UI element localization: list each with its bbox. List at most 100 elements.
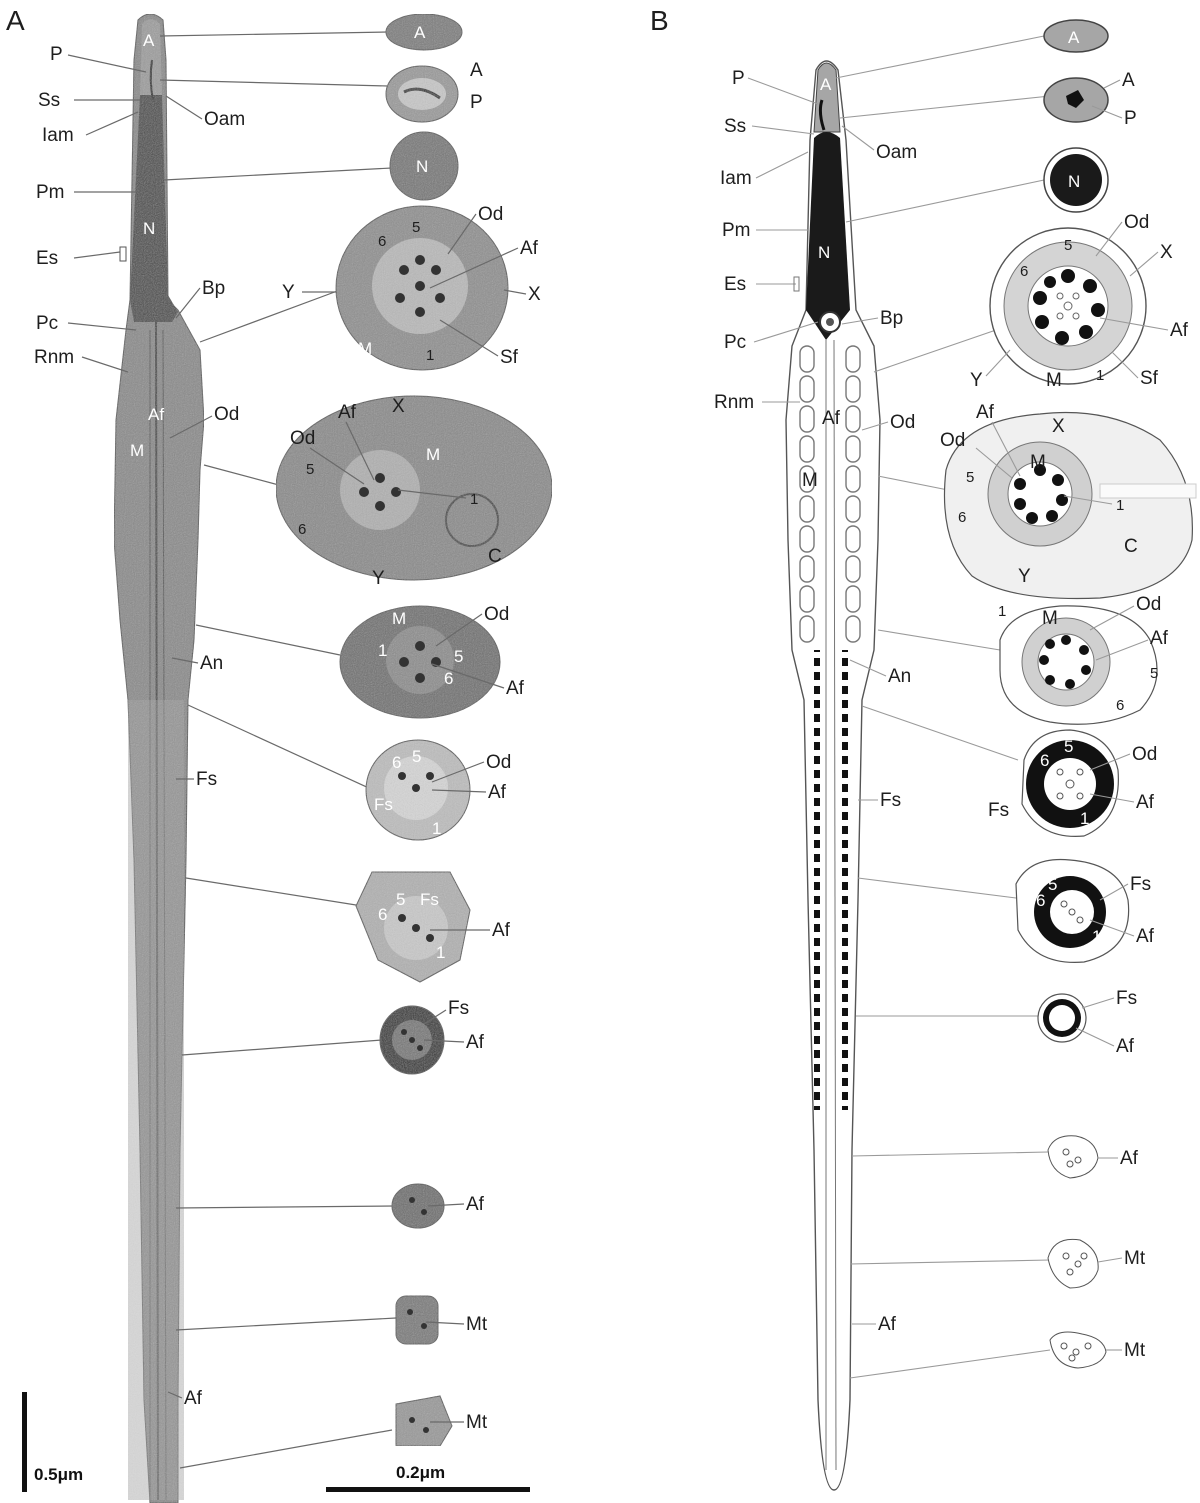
xs-a-endpiece-3 [396,1396,452,1446]
label-Pc: Pc [36,313,58,334]
b-label-Ss: Ss [724,116,746,137]
xs-a6-label-Fs: Fs [448,998,469,1019]
xs-a3-label-5: 5 [454,647,463,666]
xs-b5-label-1: 1 [1092,927,1101,946]
panel-a-sperm-micrograph [114,14,204,1503]
xs-a1-label-M: M [358,339,372,358]
xs-b2-label-X: X [1052,416,1065,437]
xs-a3-label-M: M [392,609,406,628]
xs-b2-label-C: C [1124,536,1138,557]
b-label-Es: Es [724,274,746,295]
label-Rnm: Rnm [34,347,74,368]
xs-a4-label-5: 5 [412,747,421,766]
label-An: An [200,653,223,674]
xs-a1-label-5: 5 [412,219,420,236]
xs-b1-label-Sf: Sf [1140,368,1159,389]
xs-a-label-P: P [470,92,483,113]
xs-a2-label-M: M [426,445,440,464]
xs-b3-label-1: 1 [998,603,1006,620]
b-label-Af-body: Af [822,408,841,429]
xs-b1-label-Od: Od [1124,212,1149,233]
xs-a-endpiece-2 [396,1296,438,1344]
xs-a2-label-Y: Y [372,568,385,589]
xs-a2-label-5: 5 [306,461,314,478]
xs-b7-label-Af: Af [1120,1148,1139,1169]
xs-a2-label-1: 1 [470,491,478,508]
xs-b-label-N: N [1068,172,1080,191]
xs-a2-label-C: C [488,546,502,567]
xs-b3-label-6: 6 [1116,697,1124,714]
xs-b1-label-6: 6 [1020,263,1028,280]
scale-bar-short-label: 0.2μm [396,1463,445,1482]
xs-b-endpiece-1 [1048,1136,1098,1178]
xs-a5-label-6: 6 [378,905,387,924]
xs-a4-label-Od: Od [486,752,511,773]
xs-b4-label-Fs: Fs [988,800,1009,821]
xs-a2-label-Af: Af [338,402,357,423]
label-Iam: Iam [42,125,74,146]
panel-b-label-N-body: N [818,243,830,262]
panel-a-letter: A [6,5,25,36]
xs-b5-label-6: 6 [1036,891,1045,910]
xs-b5-label-Fs: Fs [1130,874,1151,895]
b-label-Oam: Oam [876,142,917,163]
xs-b-label-A2: A [1122,70,1135,91]
xs-b-label-P: P [1124,108,1137,129]
xs-b8-label-Mt: Mt [1124,1248,1146,1269]
b-label-Rnm: Rnm [714,392,754,413]
xs-b2-label-M: M [1030,452,1046,473]
xs-a2-label-6: 6 [298,521,306,538]
label-Af-body: Af [148,405,164,424]
xs-a4-label-6: 6 [392,753,401,772]
scale-bar-short [326,1487,530,1492]
xs-b6-label-Af: Af [1116,1036,1135,1057]
xs-a-label-A: A [414,23,426,42]
xs-a1-label-X: X [528,284,541,305]
xs-a3-label-1: 1 [378,641,387,660]
panel-a-scale-bars: 0.5μm 0.2μm [22,1392,530,1492]
xs-a1-label-6: 6 [378,233,386,250]
panel-a: A A N P Ss Iam Pm Es Pc Rnm Af M Af Fs [6,5,552,1503]
panel-b-sperm-schematic [786,61,880,1490]
panel-b-letter: B [650,5,669,36]
xs-b2-label-6: 6 [958,509,966,526]
xs-a1-label-Sf: Sf [500,347,519,368]
xs-b3-label-Od: Od [1136,594,1161,615]
xs-a1-label-Y: Y [282,282,295,303]
b-label-Pm: Pm [722,220,751,241]
panel-b-acrosome [814,63,840,132]
label-Ss: Ss [38,90,60,111]
xs-a5-label-Fs: Fs [420,890,439,909]
xs-a5-label-5: 5 [396,890,405,909]
b-label-Pc: Pc [724,332,746,353]
label-Af-tail: Af [184,1388,203,1409]
panel-b-label-A-body: A [820,75,832,94]
label-Es: Es [36,248,58,269]
xs-b3-label-Af: Af [1150,628,1169,649]
xs-b2-label-Af: Af [976,402,995,423]
label-Pm: Pm [36,182,65,203]
xs-b1-label-5: 5 [1064,237,1072,254]
xs-a-label-N: N [416,157,428,176]
xs-b1-label-Af: Af [1170,320,1189,341]
xs-b-endpiece-2 [1048,1239,1098,1288]
label-P: P [50,44,63,65]
xs-a8-label-Mt: Mt [466,1314,488,1335]
xs-a2-label-X: X [392,396,405,417]
xs-b-label-A: A [1068,28,1080,47]
xs-b4-label-5: 5 [1064,737,1073,756]
panel-a-label-A-body: A [143,31,155,50]
b-label-Bp: Bp [880,308,903,329]
xs-b4-label-1: 1 [1080,809,1089,828]
xs-a1-label-1: 1 [426,347,434,364]
xs-b4-label-6: 6 [1040,751,1049,770]
label-Bp: Bp [202,278,225,299]
xs-a6-label-Af: Af [466,1032,485,1053]
xs-a1-label-Od: Od [478,204,503,225]
xs-b5-label-5: 5 [1048,875,1057,894]
xs-b2-label-1: 1 [1116,497,1124,514]
panel-a-label-N-body: N [143,219,155,238]
scale-bar-long-label: 0.5μm [34,1465,83,1484]
b-label-P: P [732,68,745,89]
xs-b4-label-Af: Af [1136,792,1155,813]
